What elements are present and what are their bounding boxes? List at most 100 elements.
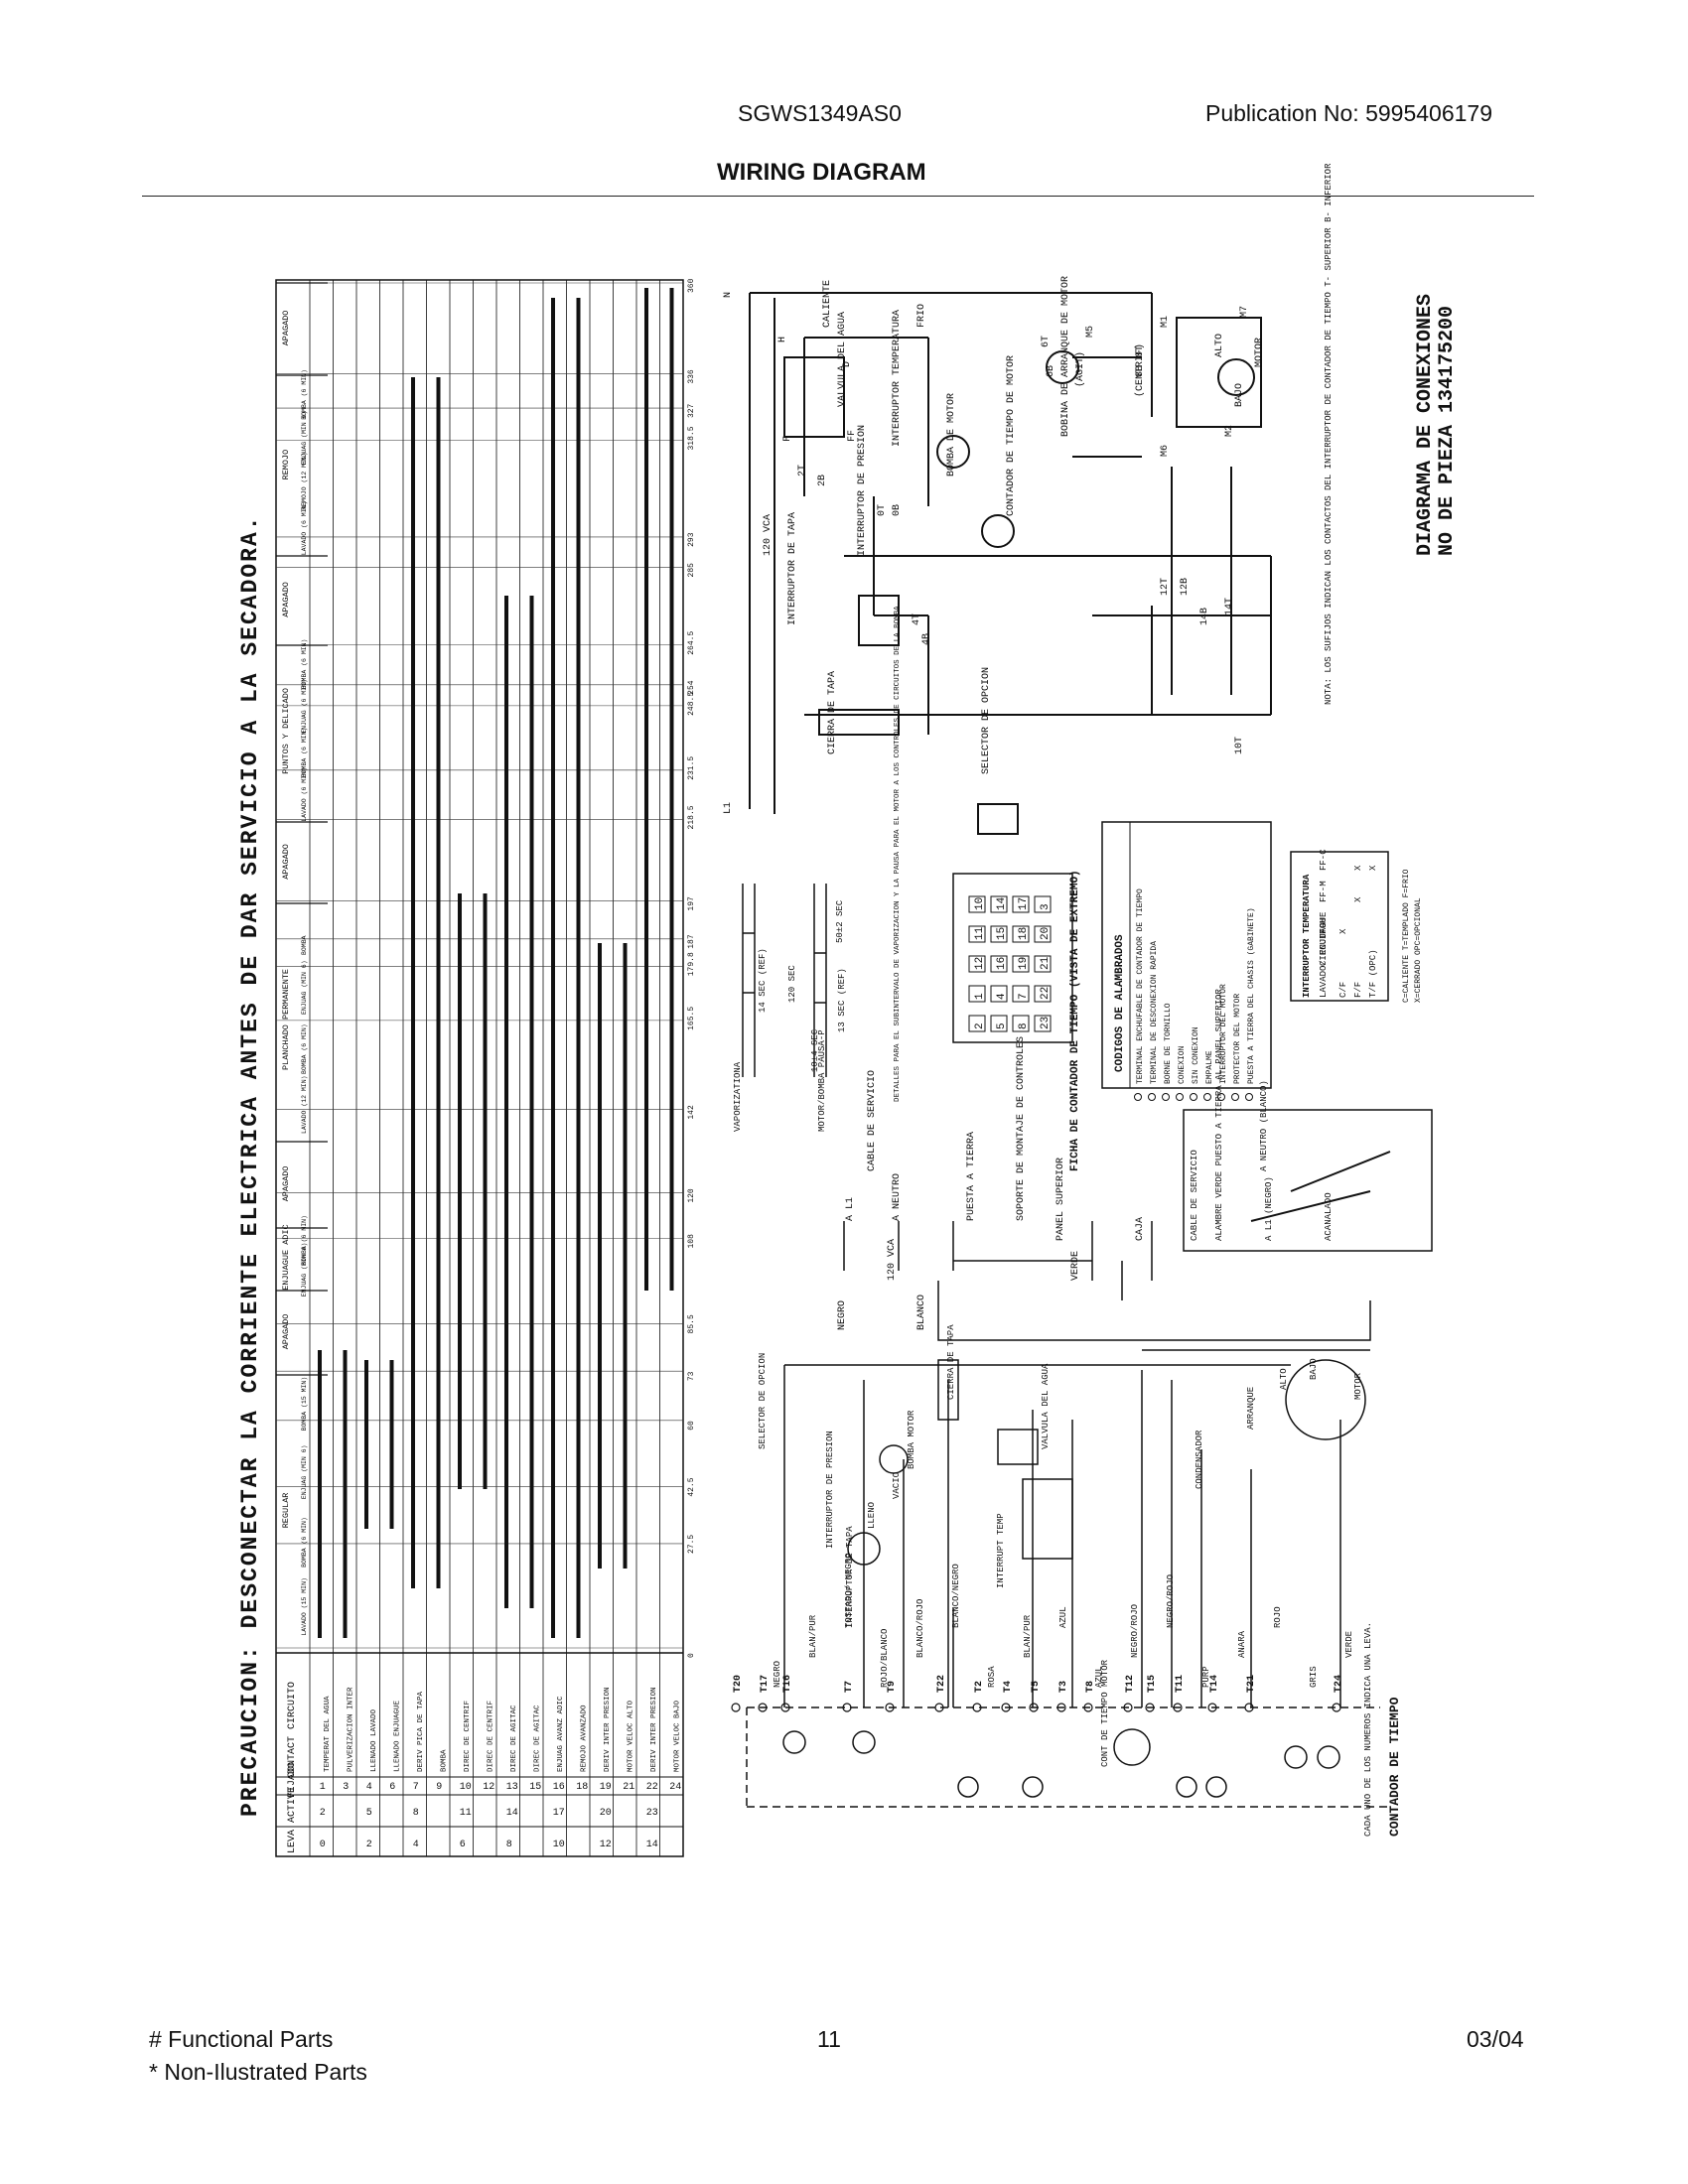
chart-circuit: PULVERIZACION INTER — [347, 1687, 354, 1772]
ficha-cell — [1034, 895, 1052, 913]
terminal-label: T8 — [1085, 1681, 1096, 1693]
terminal-connector — [885, 1703, 895, 1712]
ficha-number: 7 — [1018, 993, 1030, 1000]
chart-degree-tick: 60 — [687, 1421, 696, 1431]
ficha-title: FICHA DE CONTADOR DE TIEMPO (VISTA DE EX… — [1069, 870, 1081, 1171]
ficha-cell — [1034, 1015, 1052, 1032]
ficha-cell — [968, 895, 986, 913]
contador-label: CONTADOR DE TIEMPO — [1387, 1697, 1402, 1837]
ficha-number: 20 — [1040, 927, 1052, 940]
ficha-cell — [968, 955, 986, 973]
component-label: BOMBA MOTOR — [907, 1410, 916, 1469]
schematic-label: INTERRUPTOR TEMPERATURA — [892, 310, 903, 447]
temp-table-header: CIRCUITO — [1319, 923, 1329, 966]
chart-section-name: APAGADO — [281, 582, 291, 617]
service-cord-label: A NEUTRO (BLANCO) — [1259, 1080, 1269, 1171]
chart-degree-tick: 108 — [687, 1234, 696, 1249]
ficha-cell — [1012, 895, 1030, 913]
ficha-cell — [990, 925, 1008, 943]
legend-item: SIN CONEXION — [1192, 1026, 1200, 1084]
chart-leva: 0 — [320, 1840, 326, 1850]
chart-fijado: 3 — [343, 1782, 349, 1793]
legend-symbol — [1190, 1093, 1197, 1101]
chart-fijado: 1 — [320, 1782, 326, 1793]
temp-table-cell: X — [1368, 865, 1378, 871]
component-label: MOTOR — [1353, 1372, 1363, 1400]
chart-degree-tick: 327 — [687, 403, 696, 418]
publication-number: Publication No: 5995406179 — [1205, 100, 1493, 126]
terminal-label: T14 — [1209, 1675, 1220, 1693]
schematic-diagram — [749, 292, 1272, 835]
schematic-label: F — [782, 436, 793, 442]
wire-color-label: ROSA — [987, 1666, 997, 1688]
ficha-cell — [990, 895, 1008, 913]
schematic-label: BAJO — [1234, 383, 1245, 407]
timing-note: DETALLES PARA EL SUBINTERVALO DE VAPORIZ… — [894, 602, 902, 1102]
wire-color-label: NEGRO — [773, 1661, 782, 1688]
service-cord-label: ACANALADO — [1324, 1192, 1334, 1241]
chart-fijado: 24 — [669, 1782, 681, 1793]
chart-degree-tick: 73 — [687, 1371, 696, 1381]
terminal-label: T12 — [1125, 1675, 1136, 1693]
schematic-label: M2 — [1224, 425, 1235, 437]
chart-section-name: REGULAR — [281, 1493, 291, 1529]
chart-degree-tick: 120 — [687, 1188, 696, 1203]
timing-label: VAPORIZATIONA — [733, 1061, 743, 1132]
schematic-label: 0T — [877, 504, 888, 516]
chart-degree-tick: 0 — [687, 1653, 696, 1658]
schematic-label: L1 — [723, 802, 734, 814]
ficha-number: 12 — [974, 957, 986, 970]
chart-circuit: REMOJO AVANZADO — [580, 1705, 588, 1772]
chart-subsection: ENJUAG (MIN 6) — [301, 1243, 308, 1297]
chart-fijado: 7 — [413, 1782, 419, 1793]
ficha-cell — [1034, 985, 1052, 1003]
chart-degree-tick: 254 — [687, 680, 696, 695]
legend-item: INTERRUPTOR DEL MOTOR — [1219, 984, 1228, 1084]
legend-symbol — [1148, 1093, 1156, 1101]
chart-degree-tick: 293 — [687, 532, 696, 547]
chart-leva: 6 — [460, 1840, 466, 1850]
chart-fijado: 12 — [483, 1782, 494, 1793]
diagram-title-2: NO DE PIEZA 134175200 — [1436, 306, 1459, 556]
chart-circuit: DERIV INTER PRESION — [650, 1687, 658, 1772]
ficha-cell — [968, 1015, 986, 1032]
ficha-number: 3 — [1040, 903, 1052, 910]
chart-bar — [411, 377, 415, 1588]
chart-circuit: LLENADO ENJUAGUE — [393, 1700, 401, 1772]
temp-table-cell: C/F — [1338, 982, 1348, 998]
chart-section-name: ENJUAGUE ADIC — [281, 1224, 291, 1290]
terminal-label: T3 — [1058, 1681, 1069, 1693]
temp-table-note: C=CALIENTE T=TEMPLADO F=FRIO — [1402, 869, 1411, 1003]
temp-table-header: LAVADO/ ENJUAGUE — [1319, 912, 1329, 998]
page-title: WIRING DIAGRAM — [717, 159, 926, 186]
component-label: SELECTOR DE OPCION — [758, 1353, 768, 1449]
chart-bar — [576, 298, 581, 1638]
chart-active: 2 — [320, 1808, 326, 1819]
terminal-connector — [934, 1703, 944, 1712]
schematic-label: 4B — [921, 633, 932, 645]
ficha-cell — [1012, 925, 1030, 943]
schematic-label: FF — [847, 430, 858, 442]
temp-table-header: F-H — [1319, 918, 1329, 934]
component-label: INTERRUPT TEMP — [996, 1513, 1006, 1588]
wire-color-label: TOSTADO/ NEGRO — [844, 1553, 854, 1628]
chart-section-name: APAGADO — [281, 844, 291, 880]
schematic-label: BOMBA DE MOTOR — [946, 393, 957, 477]
footer-functional-parts: # Functional Parts — [149, 2026, 334, 2052]
chart-fijado: 21 — [623, 1782, 634, 1793]
terminal-label: T21 — [1246, 1675, 1257, 1693]
ground-label: BLANCO — [916, 1295, 927, 1330]
temp-table-header: FF-M — [1319, 881, 1329, 902]
temp-table-title: INTERRUPTOR TEMPERATURA — [1302, 874, 1312, 998]
terminal-connector — [731, 1703, 741, 1712]
legend-item: TERMINAL DE DESCONEXION RAPIDA — [1150, 941, 1159, 1084]
chart-subsection: LAVADO (6 MIN) — [301, 767, 308, 822]
schematic-label: INTERRUPTOR DE TAPA — [787, 512, 798, 625]
chart-fijado: 18 — [576, 1782, 588, 1793]
chart-section-name: PUNTOS Y DELICADO — [281, 688, 291, 774]
schematic-label: 12B — [1180, 578, 1191, 596]
chart-circuit: DIREC DE CENTRIF — [464, 1701, 472, 1772]
chart-section-name: APAGADO — [281, 311, 291, 346]
